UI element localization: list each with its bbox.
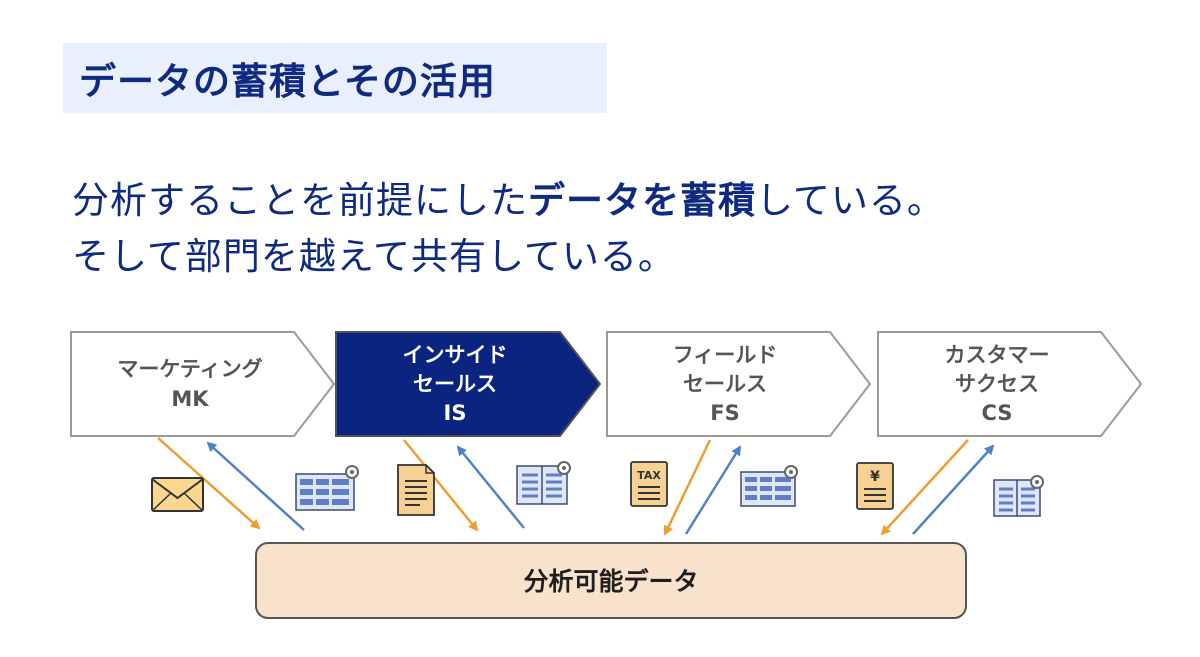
arrow-hub-to-mk (206, 441, 305, 531)
lead-text-emphasis: データを蓄積 (528, 179, 756, 222)
department-cs: カスタマー サクセス CS (877, 331, 1143, 437)
chevron-shape-cs (877, 331, 1143, 437)
cs-label-2: サクセス (955, 372, 1039, 396)
mk-label-2: MK (171, 387, 209, 411)
hub-label: 分析可能データ (523, 567, 698, 596)
document-icon (397, 464, 435, 516)
report-gear-icon (516, 461, 571, 505)
cs-label-3: CS (982, 401, 1013, 425)
is-label-1: インサイド (403, 343, 508, 367)
tax-label: TAX (637, 469, 661, 482)
hub-box (255, 542, 967, 619)
fs-label-1: フィールド (673, 343, 778, 367)
chevron-shape-fs (606, 331, 872, 437)
is-label-3: IS (444, 401, 467, 425)
lead-text-1b: している。 (756, 179, 945, 222)
is-label-2: セールス (413, 372, 497, 396)
yen-document-icon: ¥ (856, 462, 894, 510)
arrow-cs-to-hub (880, 439, 969, 536)
arrow-mk-to-hub (157, 437, 261, 530)
mk-label-1: マーケティング (117, 357, 262, 381)
chevron-shape-mk (70, 331, 336, 437)
spreadsheet-gear-icon-fs (740, 465, 798, 507)
lead-text-1a: 分析することを前提にした (72, 179, 528, 222)
yen-label: ¥ (870, 469, 880, 485)
report-gear-icon-cs (993, 475, 1044, 517)
department-is: インサイド セールス IS (335, 331, 602, 437)
department-fs: フィールド セールス FS (606, 331, 872, 437)
arrow-is-to-hub (403, 439, 479, 532)
fs-label-3: FS (710, 401, 739, 425)
spreadsheet-gear-icon (295, 465, 359, 511)
envelope-icon (151, 477, 204, 512)
cs-label-1: カスタマー (945, 343, 1050, 367)
lead-line-2: そして部門を越えて共有している。 (72, 235, 676, 278)
analyzable-data-hub: 分析可能データ (255, 542, 967, 619)
arrow-hub-to-fs (684, 445, 742, 535)
fs-label-2: セールス (683, 372, 767, 396)
tax-document-icon: TAX (630, 461, 668, 507)
lead-line-1: 分析することを前提にしたデータを蓄積している。 (72, 170, 945, 224)
arrow-fs-to-hub (663, 439, 712, 536)
department-mk: マーケティング MK (70, 331, 336, 437)
title-banner: データの蓄積とその活用 (63, 43, 607, 113)
page-title: データの蓄積とその活用 (79, 60, 496, 103)
arrow-hub-to-is (456, 445, 525, 529)
chevron-shape-is (335, 331, 602, 437)
arrow-hub-to-cs (912, 444, 995, 535)
